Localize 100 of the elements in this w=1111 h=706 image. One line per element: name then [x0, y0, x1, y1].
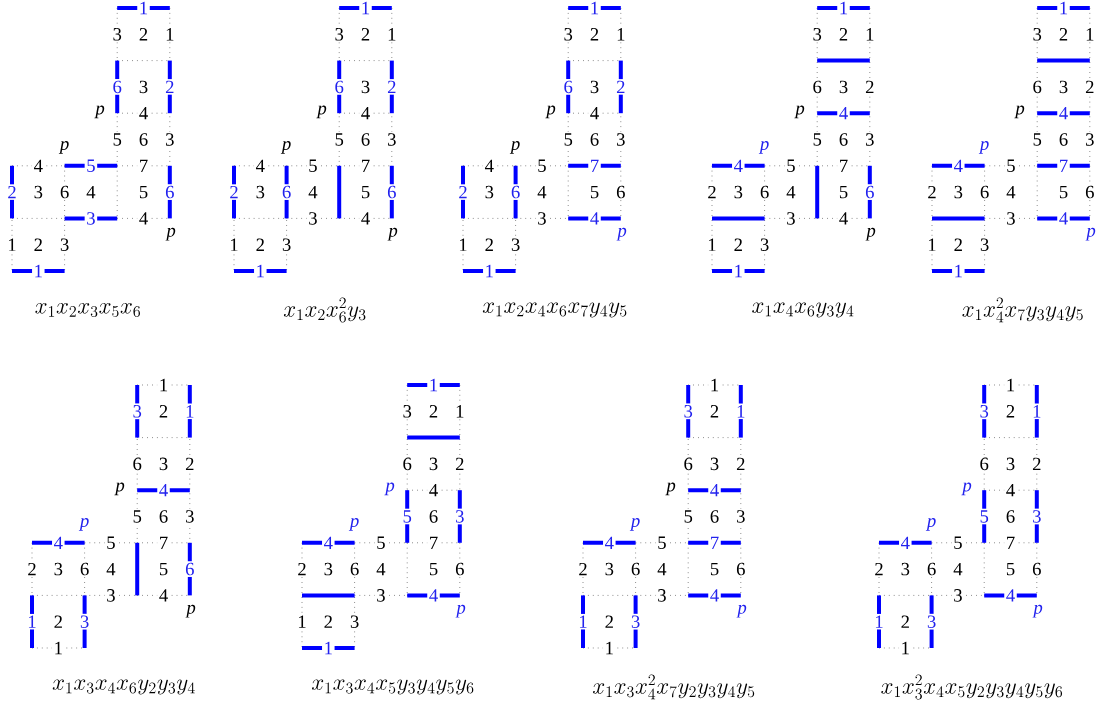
- p-label: p: [1014, 105, 1025, 119]
- grid-number: 1: [5, 236, 19, 253]
- grid-number: 3: [1004, 210, 1018, 227]
- grid-number: 3: [758, 236, 771, 253]
- p-label: p: [114, 482, 125, 496]
- grid-number: 1: [227, 236, 241, 253]
- grid-number: 2: [483, 236, 496, 253]
- grid-number: 3: [78, 613, 91, 630]
- grid-number: 2: [708, 403, 721, 420]
- grid-number: 6: [734, 561, 748, 577]
- grid-number: 5: [1057, 184, 1070, 200]
- grid-number: 6: [427, 508, 440, 525]
- grid-number: 2: [863, 79, 877, 95]
- p-label: p: [185, 604, 196, 618]
- p-label: p: [794, 105, 805, 119]
- grid-number: 3: [374, 587, 388, 604]
- grid-number: 3: [1004, 456, 1017, 472]
- grid-number: 3: [1083, 131, 1097, 148]
- grid-number: 6: [837, 131, 850, 148]
- grid-number: 7: [157, 535, 170, 551]
- grid-number: 1: [1057, 0, 1070, 16]
- grid-number: 3: [52, 561, 65, 577]
- p-label: p: [387, 227, 398, 241]
- grid-number: 6: [509, 184, 522, 200]
- grid-number: 2: [872, 561, 886, 577]
- grid-number: 3: [32, 184, 45, 200]
- grid-number: 5: [1030, 131, 1044, 148]
- grid-number: 2: [614, 79, 628, 95]
- p-label: p: [978, 141, 989, 154]
- grid-number: 2: [157, 403, 170, 420]
- grid-number: 3: [1057, 79, 1070, 95]
- grid-number: 3: [655, 587, 669, 604]
- grid-number: 1: [734, 403, 748, 420]
- grid-number: 1: [137, 0, 150, 16]
- grid-number: 6: [332, 79, 346, 95]
- grid-number: 4: [952, 158, 965, 174]
- grid-number: 2: [705, 184, 719, 200]
- grid-number: 3: [483, 184, 496, 200]
- grid-number: 6: [614, 184, 628, 200]
- grid-number: 6: [137, 131, 150, 148]
- grid-number: 3: [588, 79, 601, 95]
- p-label: p: [736, 604, 747, 618]
- grid-number: 3: [400, 403, 414, 420]
- grid-number: 6: [1083, 184, 1097, 200]
- grid-number: 1: [614, 26, 628, 43]
- p-label: p: [865, 227, 876, 241]
- grid-number: 3: [332, 26, 346, 43]
- grid-number: 2: [32, 236, 45, 253]
- grid-number: 4: [603, 535, 616, 551]
- grid-number: 6: [925, 561, 938, 577]
- grid-number: 5: [810, 131, 824, 148]
- grid-number: 5: [306, 158, 320, 174]
- grid-number: 2: [25, 561, 39, 577]
- p-label: p: [78, 518, 89, 531]
- grid-number: 5: [427, 561, 440, 577]
- grid-number: 1: [163, 26, 177, 43]
- grid-number: 5: [84, 158, 98, 174]
- monomial-caption: $x_1x_4^2x_7y_3y_4y_5$: [962, 297, 1083, 323]
- grid-number: 6: [561, 79, 575, 95]
- grid-number: 3: [732, 184, 745, 200]
- grid-number: 6: [629, 561, 642, 577]
- grid-number: 7: [137, 158, 150, 174]
- p-label: p: [348, 518, 359, 531]
- grid-number: 4: [374, 561, 388, 577]
- grid-number: 3: [925, 613, 938, 630]
- grid-number: 4: [708, 587, 721, 604]
- grid-number: 3: [734, 508, 748, 525]
- grid-number: 2: [456, 184, 470, 200]
- grid-number: 1: [576, 613, 590, 630]
- grid-number: 3: [951, 587, 965, 604]
- grid-number: 4: [588, 210, 601, 227]
- grid-number: 6: [977, 456, 991, 472]
- grid-number: 5: [681, 508, 695, 525]
- grid-number: 5: [332, 131, 346, 148]
- grid-number: 2: [322, 613, 335, 630]
- grid-number: 3: [427, 456, 440, 472]
- grid-number: 3: [863, 131, 877, 148]
- grid-number: 3: [629, 613, 642, 630]
- grid-number: 2: [732, 236, 745, 253]
- grid-number: 6: [58, 184, 71, 200]
- grid-number: 5: [104, 535, 118, 551]
- grid-number: 2: [734, 456, 748, 472]
- grid-number: 2: [1030, 456, 1044, 472]
- grid-number: 3: [899, 561, 912, 577]
- grid-number: 4: [483, 158, 496, 174]
- grid-number: 6: [130, 456, 144, 472]
- grid-number: 3: [385, 131, 399, 148]
- grid-number: 6: [1030, 79, 1044, 95]
- grid-number: 3: [978, 236, 991, 253]
- grid-number: 3: [359, 79, 372, 95]
- grid-number: 6: [810, 79, 824, 95]
- monomial-caption: $x_1x_3^2x_4x_5y_2y_3y_4y_5y_6$: [881, 674, 1063, 700]
- grid-number: 4: [708, 482, 721, 498]
- grid-number: 1: [183, 403, 197, 420]
- grid-number: 4: [784, 184, 798, 200]
- grid-number: 3: [183, 508, 197, 525]
- grid-number: 6: [359, 131, 372, 148]
- grid-number: 2: [837, 26, 850, 43]
- grid-number: 6: [78, 561, 91, 577]
- grid-number: 3: [810, 26, 824, 43]
